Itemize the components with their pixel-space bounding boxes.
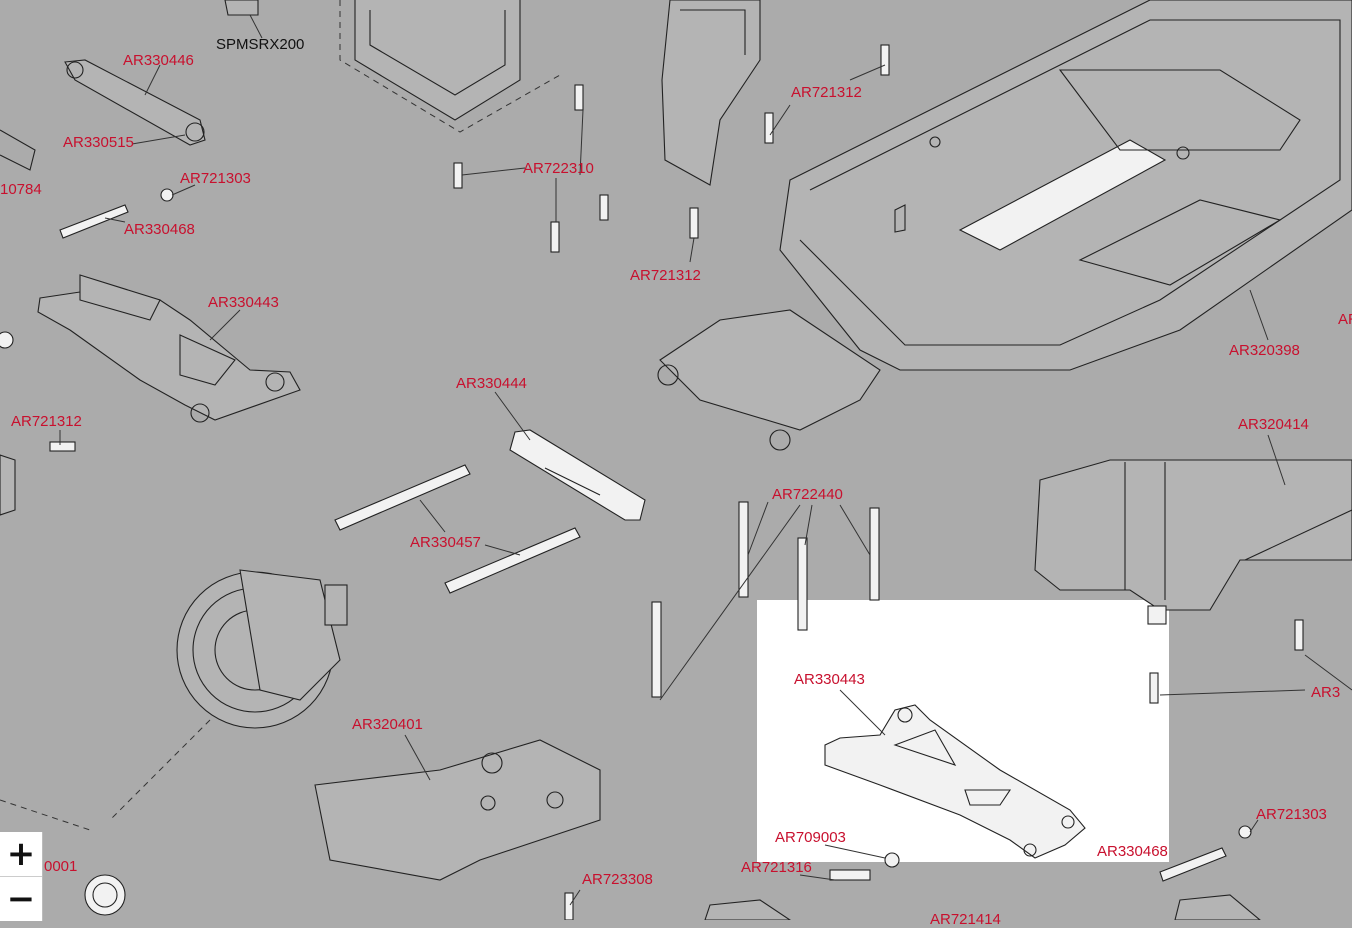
part-label[interactable]: AR320401 xyxy=(352,716,423,733)
receiver-box-part xyxy=(224,0,521,121)
selected-part-highlight xyxy=(757,600,1169,862)
part-label[interactable]: AR722310 xyxy=(523,160,594,177)
part-label[interactable]: AR320398 xyxy=(1229,342,1300,359)
zoom-out-button[interactable]: − xyxy=(0,876,42,921)
zoom-in-button[interactable]: + xyxy=(6,834,36,874)
part-label[interactable]: AR722440 xyxy=(772,486,843,503)
part-label[interactable]: AR721316 xyxy=(741,859,812,876)
body-panel-part xyxy=(1034,459,1352,625)
part-label[interactable]: AR330446 xyxy=(123,52,194,69)
part-label[interactable]: AR330515 xyxy=(63,134,134,151)
part-label-highlighted[interactable]: AR330443 xyxy=(794,671,865,688)
part-label[interactable]: AR330468 xyxy=(1097,843,1168,860)
part-label[interactable]: AR330444 xyxy=(456,375,527,392)
part-label[interactable]: AR709003 xyxy=(775,829,846,846)
part-label[interactable]: AR723308 xyxy=(582,871,653,888)
assembly-guide-lines xyxy=(0,0,561,831)
part-label[interactable]: AR721303 xyxy=(1256,806,1327,823)
bottom-partial-parts xyxy=(0,331,1261,920)
hinge-plate-part xyxy=(509,429,646,521)
suspension-arm-part xyxy=(37,274,301,423)
part-label[interactable]: AR3 xyxy=(1338,311,1352,328)
part-label[interactable]: 10784 xyxy=(0,181,42,198)
servo-link-part xyxy=(0,59,206,171)
part-label[interactable]: AR3 xyxy=(1311,684,1341,701)
zoom-controls: + − xyxy=(0,832,43,921)
pins-and-screws xyxy=(49,44,1304,920)
part-label[interactable]: SPMSRX200 xyxy=(216,36,305,53)
part-label[interactable]: AR330468 xyxy=(124,221,195,238)
part-label[interactable]: AR330457 xyxy=(410,534,481,551)
differential-part xyxy=(176,569,348,729)
part-label[interactable]: AR721312 xyxy=(11,413,82,430)
chassis-part xyxy=(657,0,1352,451)
part-label[interactable]: AR330443 xyxy=(208,294,279,311)
side-guard-part xyxy=(661,0,761,186)
part-label[interactable]: 0001 xyxy=(44,858,78,875)
part-label[interactable]: AR721312 xyxy=(630,267,701,284)
highlighted-suspension-arm xyxy=(824,704,1086,859)
callout-leader-lines xyxy=(59,64,1352,906)
part-label[interactable]: AR721312 xyxy=(791,84,862,101)
part-label[interactable]: AR320414 xyxy=(1238,416,1309,433)
skid-plate-part xyxy=(314,739,601,881)
part-label[interactable]: AR721303 xyxy=(180,170,251,187)
